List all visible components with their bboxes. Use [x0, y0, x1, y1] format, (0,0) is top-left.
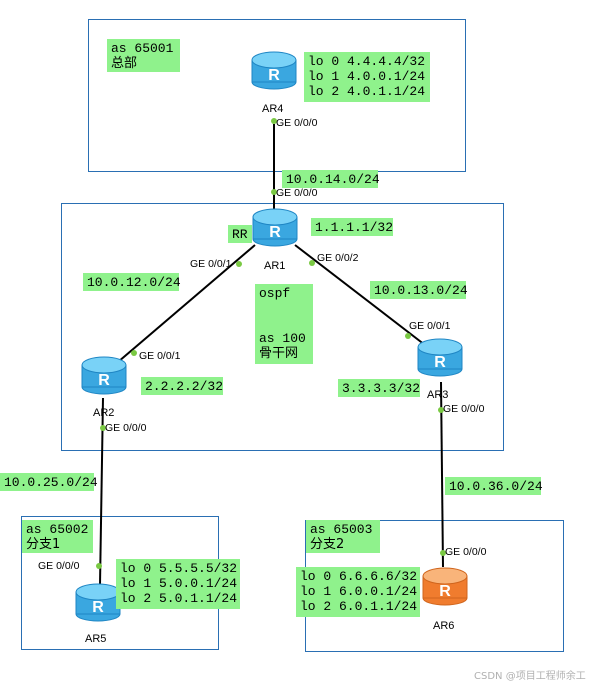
ar5-loopbacks: lo 0 5.5.5.5/32 lo 1 5.0.0.1/24 lo 2 5.0… [116, 559, 240, 609]
branch2-as-label: as 65003 分支2 [306, 520, 380, 553]
hq-area-box [88, 19, 466, 172]
backbone-as-number: as 100 [259, 331, 306, 346]
ar2-loopback: 2.2.2.2/32 [141, 377, 223, 395]
svg-text:R: R [434, 354, 446, 371]
ar4-lo0: lo 0 4.4.4.4/32 [308, 54, 426, 69]
router-ar6-name: AR6 [433, 620, 455, 632]
subnet-ar1-ar2: 10.0.12.0/24 [83, 273, 181, 291]
subnet-ar2-ar5: 10.0.25.0/24 [0, 473, 98, 491]
port-label-ar3-ge000: GE 0/0/0 [443, 403, 485, 415]
router-ar2-name: AR2 [93, 407, 115, 419]
ar4-lo2: lo 2 4.0.1.1/24 [308, 84, 426, 99]
port-label-ar3-ge001: GE 0/0/1 [409, 320, 451, 332]
subnet-ar1-ar3: 10.0.13.0/24 [370, 281, 468, 299]
router-ar6-icon[interactable]: R [421, 566, 469, 606]
port-label-ar5-ge000: GE 0/0/0 [38, 560, 80, 572]
svg-text:R: R [268, 67, 280, 84]
svg-text:R: R [439, 583, 451, 600]
port-label-ar1-ge001: GE 0/0/1 [190, 258, 232, 270]
svg-text:R: R [92, 599, 104, 616]
hq-as-label: as 65001 总部 [107, 39, 180, 72]
link-ar1-ar3 [294, 244, 426, 346]
router-ar3-name: AR3 [427, 389, 449, 401]
port-dot [100, 425, 106, 431]
port-dot [405, 333, 411, 339]
port-label-ar4-ge000: GE 0/0/0 [276, 117, 318, 129]
port-dot [236, 261, 242, 267]
branch2-as-number: as 65003 [310, 522, 373, 537]
port-dot [131, 350, 137, 356]
ar3-loopback: 3.3.3.3/32 [338, 379, 420, 397]
router-ar5-icon[interactable]: R [74, 582, 122, 622]
ar5-lo0: lo 0 5.5.5.5/32 [120, 561, 238, 576]
router-ar4-icon[interactable]: R [250, 50, 298, 90]
port-dot [440, 550, 446, 556]
router-ar1-name: AR1 [264, 260, 286, 272]
branch1-name: 分支1 [26, 537, 61, 552]
port-dot [438, 407, 444, 413]
subnet-ar3-ar6: 10.0.36.0/24 [445, 477, 543, 495]
subnet-ar1-ar4: 10.0.14.0/24 [282, 170, 380, 188]
port-dot [309, 260, 315, 266]
link-ar1-ar2 [117, 244, 256, 363]
port-label-ar1-ge000: GE 0/0/0 [276, 187, 318, 199]
ar6-lo1: lo 1 6.0.0.1/24 [300, 584, 418, 599]
port-label-ar1-ge002: GE 0/0/2 [317, 252, 359, 264]
backbone-label: ospf as 100 骨干网 [255, 284, 313, 364]
svg-text:R: R [98, 372, 110, 389]
ar5-lo1: lo 1 5.0.0.1/24 [120, 576, 238, 591]
ar6-lo2: lo 2 6.0.1.1/24 [300, 599, 418, 614]
ar4-loopbacks: lo 0 4.4.4.4/32 lo 1 4.0.0.1/24 lo 2 4.0… [304, 52, 430, 102]
router-ar3-icon[interactable]: R [416, 337, 464, 377]
backbone-protocol: ospf [259, 286, 291, 301]
branch1-as-number: as 65002 [26, 522, 89, 537]
router-ar1-icon[interactable]: R [251, 207, 299, 247]
backbone-area-box [61, 203, 504, 451]
backbone-name: 骨干网 [259, 346, 299, 361]
port-dot [96, 563, 102, 569]
hq-as-number: as 65001 [111, 41, 174, 56]
ar5-lo2: lo 2 5.0.1.1/24 [120, 591, 238, 606]
port-label-ar2-ge000: GE 0/0/0 [105, 422, 147, 434]
svg-text:R: R [269, 224, 281, 241]
port-label-ar2-ge001: GE 0/0/1 [139, 350, 181, 362]
ar6-lo0: lo 0 6.6.6.6/32 [300, 569, 418, 584]
port-dot [271, 118, 277, 124]
port-dot [271, 189, 277, 195]
ar6-loopbacks: lo 0 6.6.6.6/32 lo 1 6.0.0.1/24 lo 2 6.0… [296, 567, 420, 617]
router-ar5-name: AR5 [85, 633, 107, 645]
ar4-lo1: lo 1 4.0.0.1/24 [308, 69, 426, 84]
branch1-as-label: as 65002 分支1 [22, 520, 93, 553]
router-ar4-name: AR4 [262, 103, 284, 115]
hq-name: 总部 [111, 56, 138, 71]
branch2-name: 分支2 [310, 537, 345, 552]
router-ar2-icon[interactable]: R [80, 355, 128, 395]
watermark: CSDN @项目工程师余工 [474, 671, 586, 682]
ar1-role-label: RR [228, 225, 252, 243]
ar1-loopback: 1.1.1.1/32 [311, 218, 393, 236]
port-label-ar6-ge000: GE 0/0/0 [445, 546, 487, 558]
